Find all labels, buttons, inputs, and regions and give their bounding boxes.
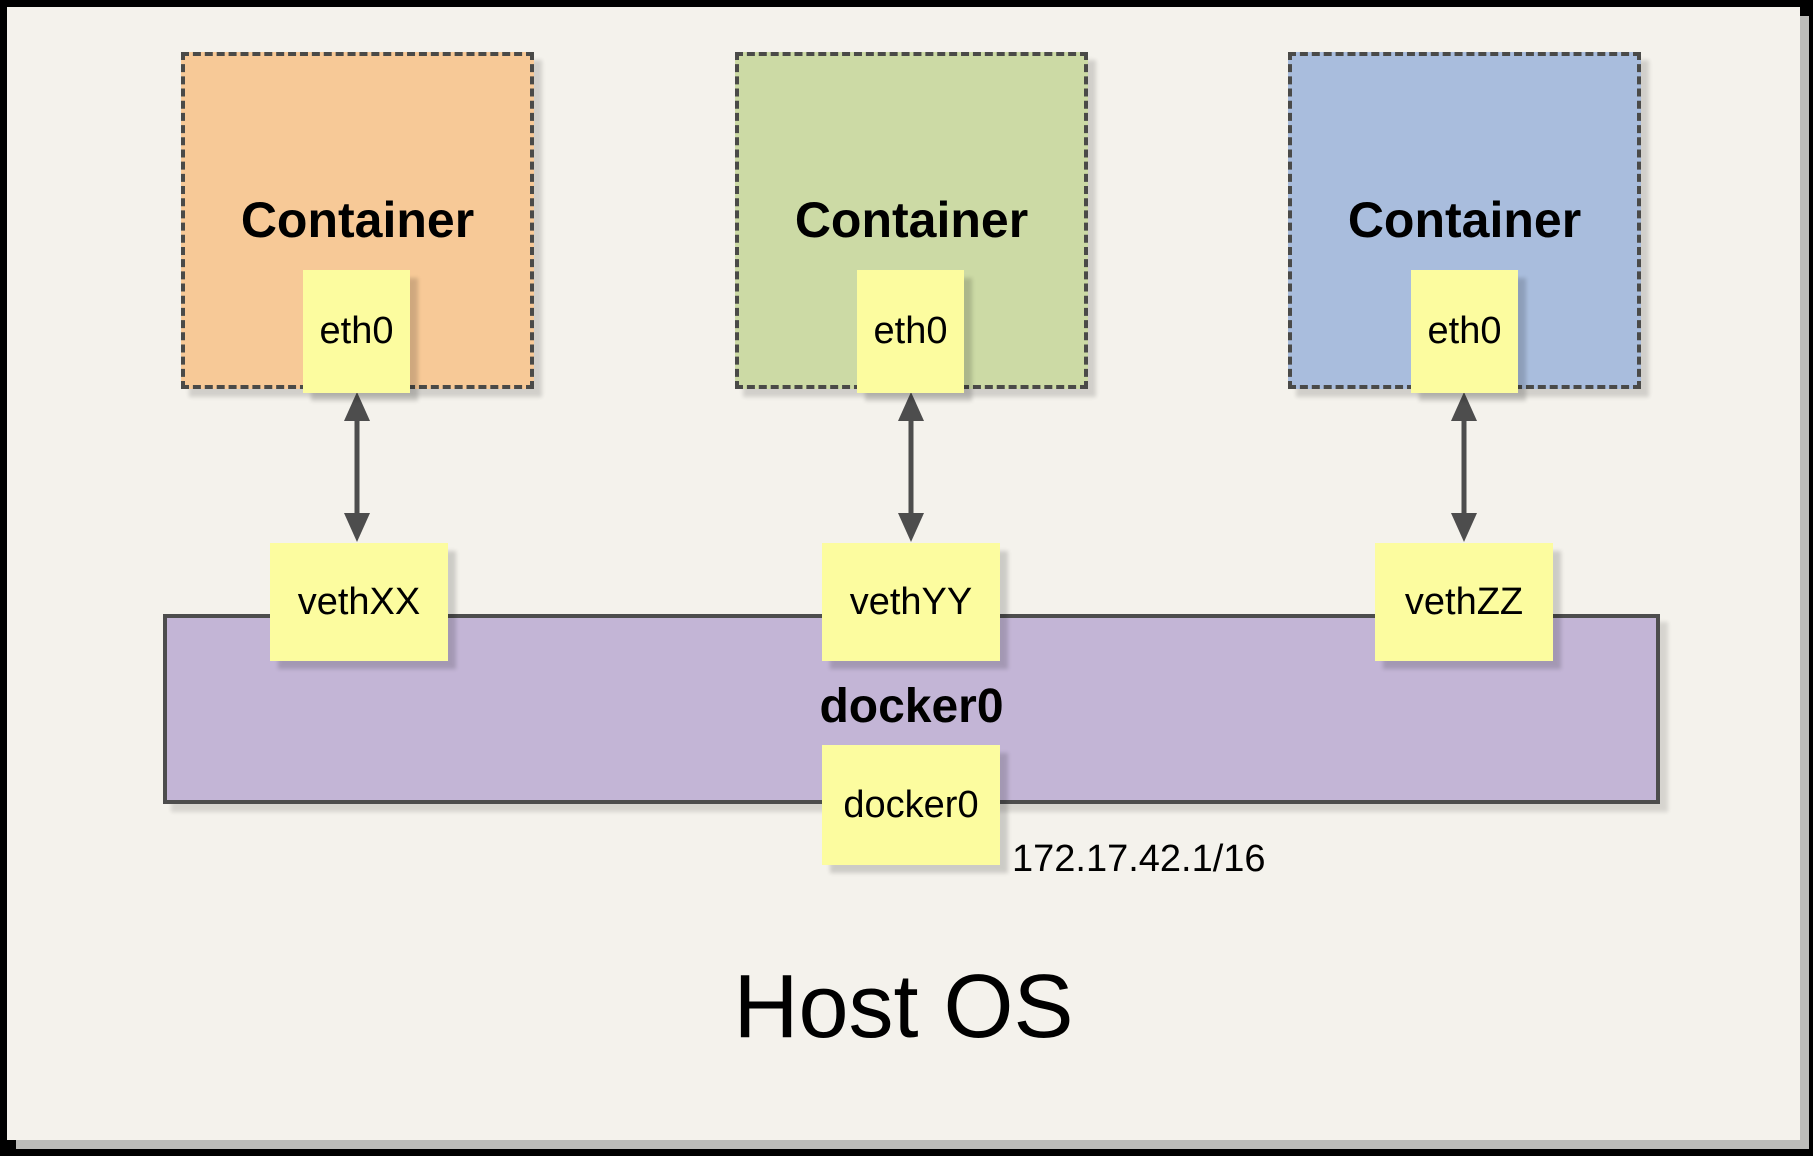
eth0-label-3: eth0: [1427, 310, 1502, 352]
container-label-1: Container: [240, 192, 475, 248]
subnet-address: 172.17.42.1/16: [1012, 838, 1266, 880]
vethzz-label: vethZZ: [1404, 580, 1524, 623]
eth0-label-1: eth0: [319, 310, 394, 352]
container-label-3: Container: [1347, 192, 1582, 248]
veth-connection-arrow-1: [342, 392, 372, 542]
vethyy-label: vethYY: [849, 580, 973, 623]
host-os-label: Host OS: [733, 957, 1074, 1057]
eth0-interface-box-2: eth0: [857, 270, 964, 393]
veth-box-vethyy: vethYY: [822, 543, 1000, 661]
docker0-bridge-label: docker0: [819, 680, 1004, 733]
vethxx-label: vethXX: [297, 580, 421, 623]
veth-connection-arrow-3: [1449, 392, 1479, 542]
docker0-interface-label: docker0: [843, 783, 979, 826]
veth-box-vethxx: vethXX: [270, 543, 448, 661]
docker0-interface-box: docker0: [822, 745, 1000, 865]
eth0-interface-box-1: eth0: [303, 270, 410, 393]
veth-connection-arrow-2: [896, 392, 926, 542]
container-label-2: Container: [794, 192, 1029, 248]
eth0-label-2: eth0: [873, 310, 948, 352]
eth0-interface-box-3: eth0: [1411, 270, 1518, 393]
veth-box-vethzz: vethZZ: [1375, 543, 1553, 661]
page-background: Container Container Container eth0 eth0 …: [7, 7, 1800, 1140]
